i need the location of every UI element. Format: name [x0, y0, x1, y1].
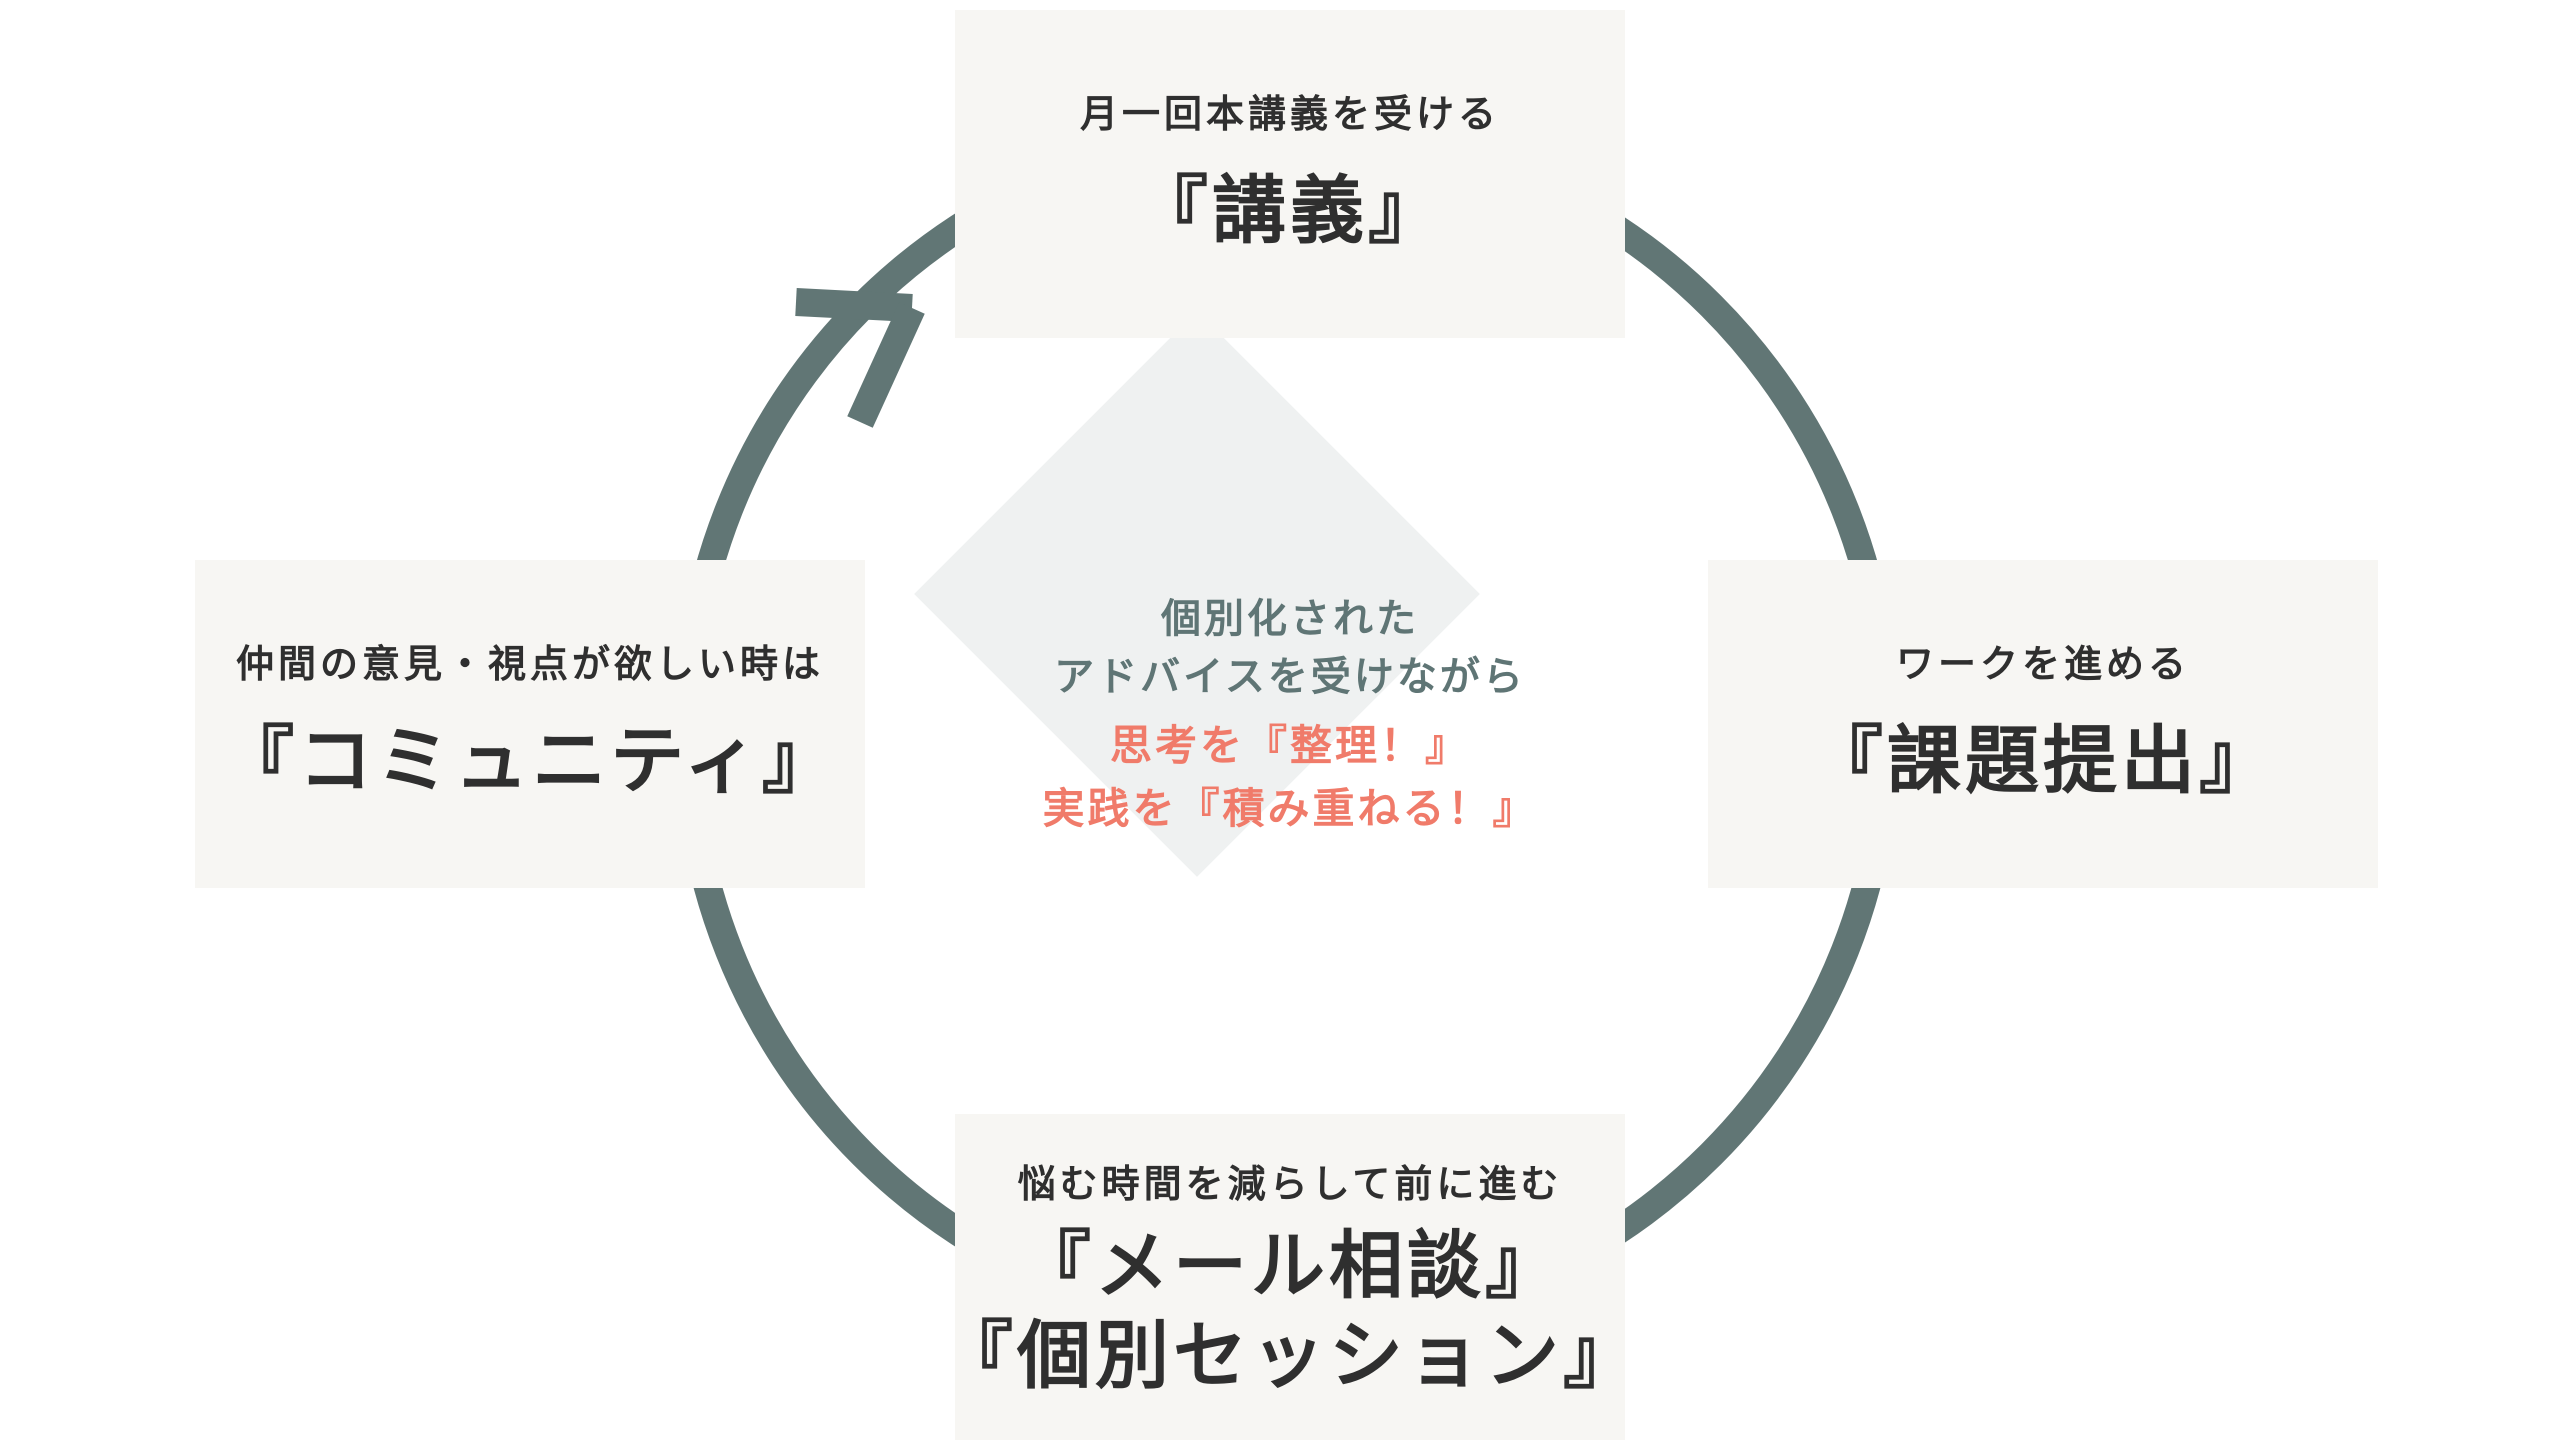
card-lecture-title: 『講義』 [1134, 167, 1446, 254]
arrow-head-icon [795, 288, 925, 428]
center-accent-2: 実践を『積み重ねる！』 [1042, 784, 1538, 833]
card-consultation-subtitle: 悩む時間を減らして前に進む [1017, 1160, 1563, 1206]
card-lecture: 月一回本講義を受ける 『講義』 [955, 10, 1625, 338]
card-community-subtitle: 仲間の意見・視点が欲しい時は [235, 640, 824, 686]
card-community-title: 『コミュニティ』 [220, 717, 840, 804]
card-lecture-subtitle: 月一回本講義を受ける [1079, 90, 1500, 136]
center-line-1: 個別化された [1161, 595, 1419, 642]
center-accent-1: 思考を『整理！』 [1109, 721, 1470, 770]
card-assignment-subtitle: ワークを進める [1895, 640, 2190, 686]
card-community: 仲間の意見・視点が欲しい時は 『コミュニティ』 [195, 560, 865, 888]
card-assignment-title: 『課題提出』 [1809, 717, 2277, 804]
card-assignment: ワークを進める 『課題提出』 [1708, 560, 2378, 888]
card-consultation: 悩む時間を減らして前に進む 『メール相談』 『個別セッション』 [939, 1114, 1637, 1440]
center-line-2: アドバイスを受けながら [1054, 653, 1526, 700]
card-consultation-title-session: 『個別セッション』 [939, 1312, 1641, 1399]
center-message: 個別化された アドバイスを受けながら 思考を『整理！』 実践を『積み重ねる！』 [960, 590, 1620, 840]
card-consultation-title-mail: 『メール相談』 [1017, 1222, 1563, 1309]
